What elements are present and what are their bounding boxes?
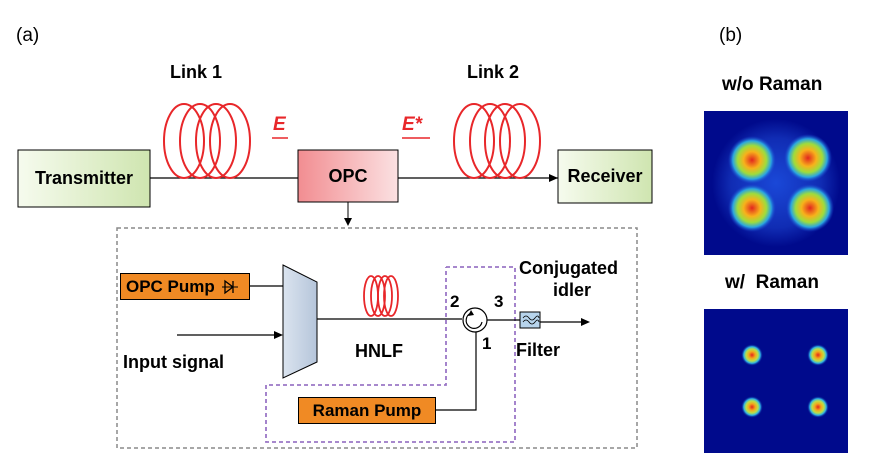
transmitter-box-bg [17, 149, 151, 208]
constellation-top-title: w/o Raman [722, 74, 823, 95]
hnlf-label: HNLF [355, 341, 403, 361]
arrow-to-receiver [549, 174, 558, 182]
conjugated-idler-line2: idler [553, 280, 592, 300]
laser-diode-icon [221, 279, 238, 294]
opc-pump-label: OPC Pump [126, 276, 215, 296]
circulator-port-1: 1 [482, 334, 492, 353]
hnlf-coil [363, 275, 399, 317]
opc-box-bg [297, 149, 399, 203]
link1-fiber-coil [163, 103, 251, 179]
transmitter-box: Transmitter [34, 168, 134, 188]
circulator-port-2: 2 [450, 292, 460, 311]
link1-label: Link 1 [170, 62, 223, 82]
circulator-port-3: 3 [494, 292, 504, 311]
raman-pump-box: Raman Pump [298, 397, 436, 424]
input-signal-label: Input signal [123, 352, 224, 372]
link2-fiber-coil [453, 103, 541, 179]
raman-section-dashed-outline [265, 266, 516, 443]
wdm-mux [282, 264, 318, 379]
filter-label: Filter [516, 340, 561, 360]
opc-detail-dashed-box [116, 227, 638, 449]
constellation-bottom-title: w/ Raman [725, 272, 819, 293]
field-e-conj: E* [402, 114, 423, 135]
opc-down-arrow [344, 218, 352, 226]
constellation-with-raman [704, 309, 848, 453]
receiver-box-bg [557, 149, 653, 204]
filter-output-arrow [581, 318, 590, 326]
link2-label: Link 2 [467, 62, 520, 82]
opc-pump-box: OPC Pump [120, 273, 250, 300]
panel-a-label: (a) [16, 25, 40, 46]
opc-box: OPC [328, 165, 368, 186]
field-e: E [273, 114, 286, 135]
input-signal-arrow [274, 331, 283, 339]
receiver-box: Receiver [567, 166, 643, 186]
panel-b-label: (b) [719, 25, 743, 46]
constellation-without-raman [704, 111, 848, 255]
raman-pump-line [436, 332, 477, 411]
conjugated-idler-line1: Conjugated [519, 258, 618, 278]
filter-icon [519, 311, 541, 329]
